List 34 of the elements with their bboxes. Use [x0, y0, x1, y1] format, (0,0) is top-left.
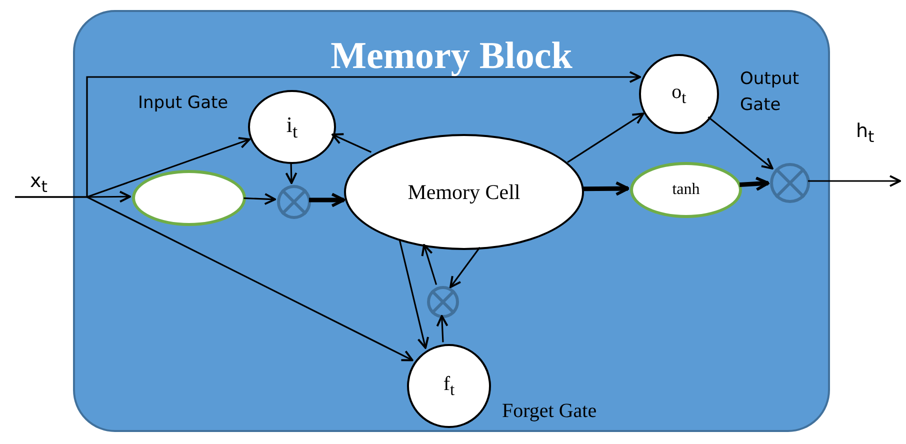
input-line	[15, 196, 87, 198]
arrow	[808, 175, 901, 187]
block-title: Memory Block	[330, 34, 572, 78]
arrow	[309, 192, 346, 208]
arrow	[86, 71, 641, 197]
gate-circle	[407, 344, 491, 428]
arrow	[582, 181, 630, 196]
arrow	[398, 239, 430, 349]
arrow	[244, 193, 276, 205]
multiply-icon	[277, 185, 311, 219]
node-label: i$_{t}$	[286, 112, 298, 142]
arrow	[567, 112, 644, 163]
gate-label: Input Gate	[138, 92, 228, 115]
node-label: tanh	[672, 181, 700, 199]
arrow	[86, 137, 250, 198]
node-label: o$_{t}$	[672, 80, 686, 108]
arrow	[436, 315, 448, 342]
node-label: f$_{t}$	[443, 372, 455, 400]
signal-label: x$_{t}$	[30, 170, 48, 196]
multiply-icon	[770, 163, 810, 203]
arrow	[708, 116, 774, 170]
memory-block-panel	[73, 10, 830, 432]
ellipse-node	[132, 170, 246, 226]
arrow	[450, 246, 480, 288]
gate-label: Output Gate	[740, 68, 800, 118]
node-label: Memory Cell	[408, 180, 520, 204]
arrow	[421, 244, 438, 285]
arrow	[285, 162, 298, 184]
arrow	[739, 176, 770, 192]
multiply-icon	[427, 286, 459, 318]
gate-label: Forget Gate	[502, 399, 597, 424]
arrow	[87, 190, 131, 203]
arrow	[86, 196, 414, 362]
signal-label: h$_{t}$	[856, 120, 874, 146]
